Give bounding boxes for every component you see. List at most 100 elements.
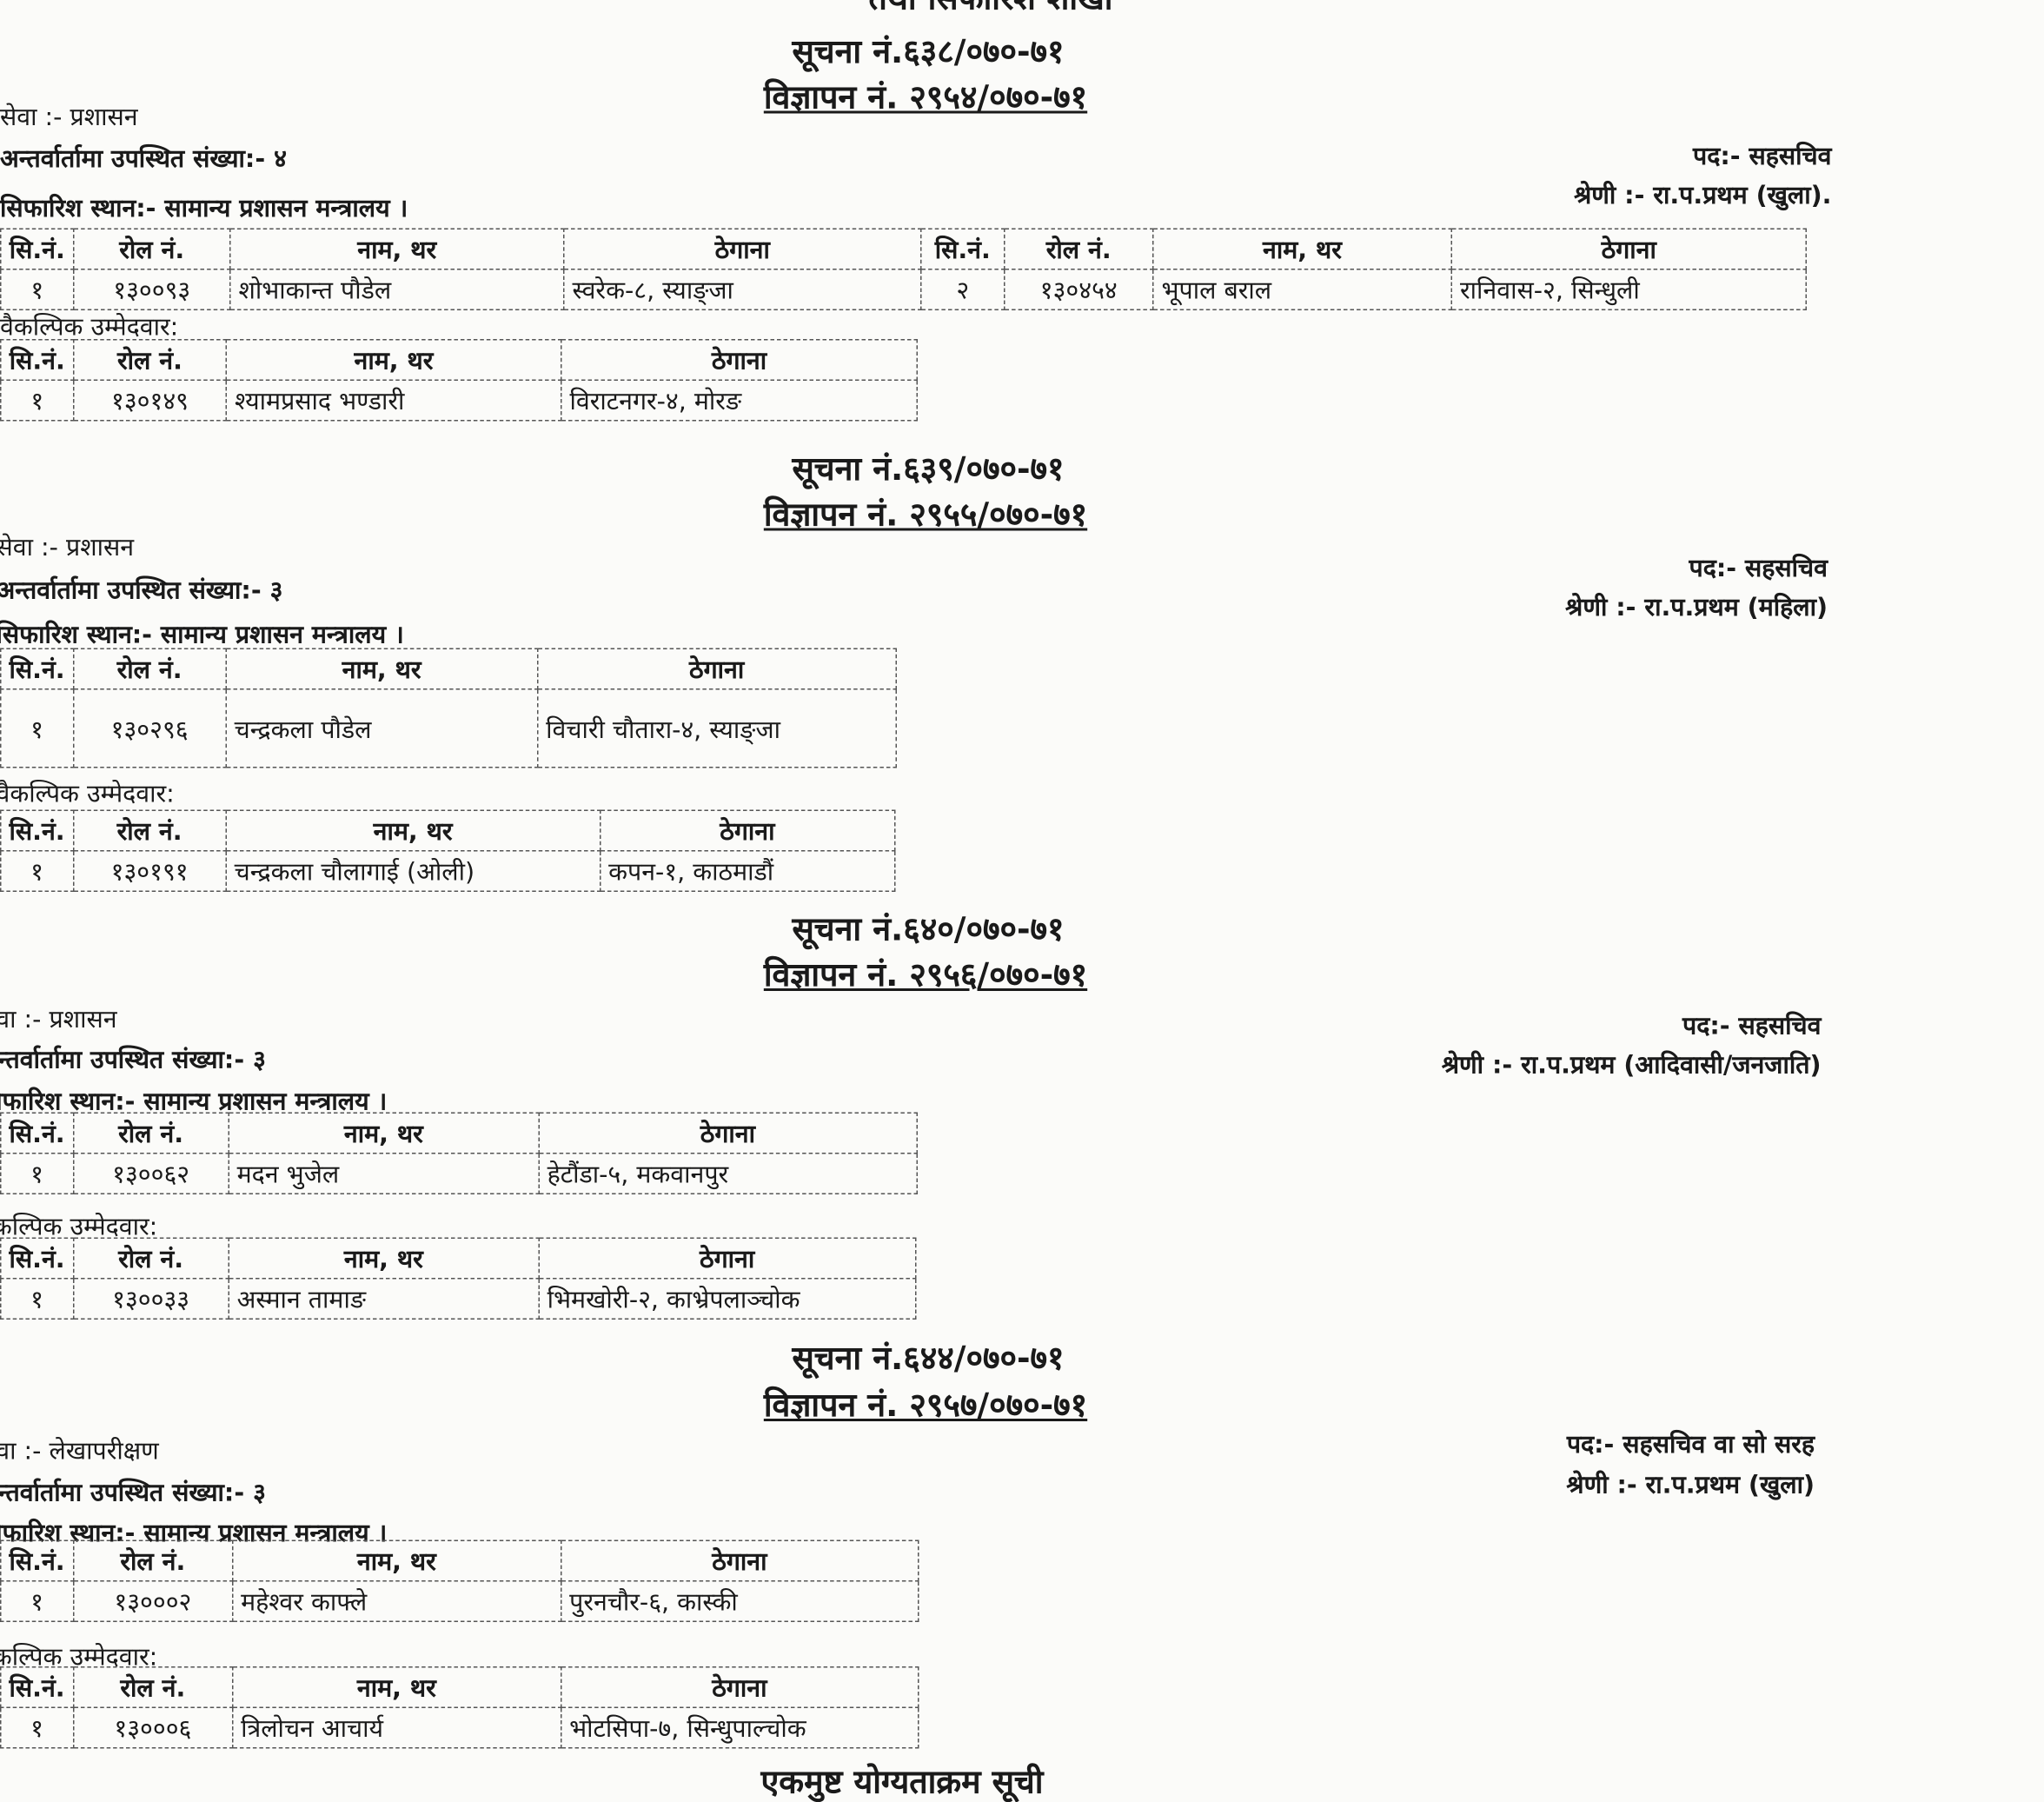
- interview-count: अन्तर्वार्तामा उपस्थित संख्या:- ३: [0, 1479, 266, 1507]
- column-header: ठेगाना: [536, 648, 897, 690]
- roll-no-cell: १३००३३: [72, 1278, 229, 1320]
- serial-no-cell: १: [0, 688, 75, 768]
- serial-no-cell: १: [0, 1153, 75, 1194]
- column-header: ठेगाना: [563, 228, 922, 270]
- serial-no-cell: १: [0, 1278, 75, 1320]
- roll-no-cell: १३०२९६: [72, 688, 227, 768]
- post-label: पद:- सहसचिव: [1693, 142, 1832, 171]
- column-header: ठेगाना: [1450, 228, 1807, 270]
- alternate-candidates-label: वैकल्पिक उम्मेदवार:: [0, 1213, 158, 1241]
- recommendation-place: सिफारिश स्थान:- सामान्य प्रशासन मन्त्राल…: [0, 194, 408, 223]
- address-cell: रानिवास-२, सिन्धुली: [1450, 269, 1807, 310]
- column-header: ठेगाना: [561, 339, 918, 381]
- name-cell: चन्द्रकला चौलागाई (ओली): [225, 850, 601, 892]
- service-label: सेवा :- प्रशासन: [0, 1005, 117, 1034]
- serial-no-cell: २: [920, 269, 1005, 310]
- column-header: सि.नं.: [0, 1112, 75, 1154]
- address-cell: भिमखोरी-२, काभ्रेपलाञ्चोक: [538, 1278, 917, 1320]
- recommendation-place: सिफारिश स्थान:- सामान्य प्रशासन मन्त्राल…: [0, 1087, 388, 1116]
- column-header: नाम, थर: [228, 1237, 540, 1280]
- roll-no-cell: १३०००६: [72, 1706, 234, 1749]
- column-header: सि.नं.: [0, 1237, 75, 1280]
- post-label: पद:- सहसचिव वा सो सरह: [1566, 1430, 1815, 1460]
- column-header: नाम, थर: [225, 339, 562, 381]
- advertisement-number: विज्ञापन नं. २९५५/०७०-७१: [763, 495, 1088, 534]
- column-header: नाम, थर: [228, 1112, 540, 1154]
- category-label: श्रेणी :- रा.प.प्रथम (खुला): [1566, 1471, 1815, 1499]
- column-header: सि.नं.: [0, 339, 75, 381]
- address-cell: भोटसिपा-७, सिन्धुपाल्चोक: [560, 1706, 919, 1749]
- notice-number: सूचना नं.६३९/०७०-७१: [792, 449, 1065, 489]
- service-label: सेवा :- लेखापरीक्षण: [0, 1437, 159, 1466]
- column-header: ठेगाना: [538, 1237, 917, 1280]
- column-header: रोल नं.: [73, 339, 227, 381]
- service-label: सेवा :- प्रशासन: [0, 533, 135, 562]
- column-header: सि.नं.: [0, 1666, 75, 1708]
- notice-number: सूचना नं.६४४/०७०-७१: [792, 1339, 1065, 1378]
- serial-no-cell: १: [0, 379, 75, 422]
- column-header: नाम, थर: [231, 1666, 562, 1708]
- column-header: सि.नं.: [0, 1539, 75, 1582]
- column-header: ठेगाना: [560, 1666, 919, 1708]
- column-header: नाम, थर: [231, 1539, 562, 1582]
- address-cell: कपन-१, काठमाडौं: [599, 850, 896, 892]
- name-cell: मदन भुजेल: [228, 1153, 540, 1194]
- advertisement-number: विज्ञापन नं. २९५६/०७०-७१: [763, 955, 1088, 994]
- office-heading: तथा सिफारिश शाखा: [868, 0, 1112, 18]
- consolidated-merit-list-heading: एकमुष्ट योग्यताक्रम सूची: [760, 1763, 1044, 1801]
- roll-no-cell: १३०००२: [72, 1580, 234, 1622]
- column-header: ठेगाना: [538, 1112, 918, 1154]
- column-header: रोल नं.: [72, 1666, 234, 1708]
- name-cell: शोभाकान्त पौडेल: [229, 269, 565, 310]
- post-label: पद:- सहसचिव: [1682, 1012, 1822, 1041]
- roll-no-cell: १३००९३: [73, 269, 231, 310]
- serial-no-cell: १: [0, 1706, 75, 1749]
- name-cell: त्रिलोचन आचार्य: [231, 1706, 562, 1749]
- address-cell: स्वरेक-८, स्याङ्जा: [563, 269, 922, 310]
- column-header: रोल नं.: [72, 648, 227, 690]
- name-cell: श्यामप्रसाद भण्डारी: [225, 379, 562, 422]
- advertisement-number: विज्ञापन नं. २९५४/०७०-७१: [763, 78, 1088, 116]
- column-header: सि.नं.: [0, 809, 75, 852]
- roll-no-cell: १३०४५४: [1004, 269, 1154, 310]
- interview-count: अन्तर्वार्तामा उपस्थित संख्या:- ३: [0, 1046, 266, 1074]
- category-label: श्रेणी :- रा.प.प्रथम (आदिवासी/जनजाति): [1441, 1051, 1822, 1080]
- address-cell: पुरनचौर-६, कास्की: [560, 1580, 919, 1622]
- column-header: नाम, थर: [1152, 228, 1452, 270]
- column-header: ठेगाना: [599, 809, 896, 852]
- serial-no-cell: १: [0, 269, 75, 310]
- notice-number: सूचना नं.६३८/०७०-७१: [792, 32, 1065, 71]
- column-header: नाम, थर: [225, 648, 539, 690]
- serial-no-cell: १: [0, 850, 75, 892]
- roll-no-cell: १३००६२: [72, 1153, 229, 1194]
- address-cell: विचारी चौतारा-४, स्याङ्जा: [536, 688, 897, 768]
- name-cell: भूपाल बराल: [1152, 269, 1452, 310]
- name-cell: अस्मान तामाङ: [228, 1278, 540, 1320]
- category-label: श्रेणी :- रा.प.प्रथम (खुला).: [1574, 181, 1832, 210]
- service-label: सेवा :- प्रशासन: [0, 103, 138, 132]
- address-cell: विराटनगर-४, मोरङ: [561, 379, 918, 422]
- interview-count: अन्तर्वार्तामा उपस्थित संख्या:- ३: [0, 576, 283, 605]
- column-header: रोल नं.: [1004, 228, 1154, 270]
- column-header: रोल नं.: [72, 809, 227, 852]
